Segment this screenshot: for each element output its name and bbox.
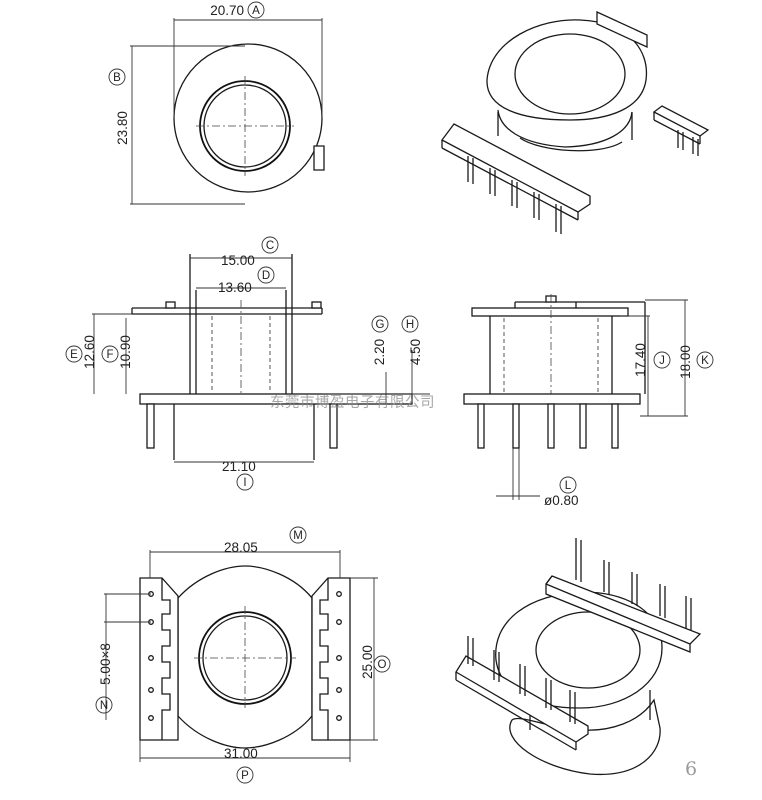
top-view bbox=[130, 18, 325, 205]
page-number: 6 bbox=[685, 758, 697, 780]
dim-h-letter: H bbox=[406, 319, 414, 331]
dim-b-letter: B bbox=[113, 72, 121, 84]
dim-f-letter: F bbox=[106, 349, 113, 361]
dim-l-letter: L bbox=[565, 480, 572, 492]
dim-c-value: 15.00 bbox=[221, 253, 255, 268]
dim-d-letter: D bbox=[262, 270, 270, 282]
dim-g-letter: G bbox=[376, 319, 385, 331]
dim-k-badge: K bbox=[696, 351, 714, 369]
dim-j-value: 17.40 bbox=[633, 343, 648, 377]
iso-view-top bbox=[441, 10, 710, 234]
company-watermark: 东莞市博盈电子有限公司 bbox=[270, 394, 435, 411]
dim-b-badge: B bbox=[108, 68, 126, 86]
dim-h-badge: H bbox=[401, 315, 419, 333]
dim-p-letter: P bbox=[241, 770, 249, 782]
dim-d-value: 13.60 bbox=[218, 280, 252, 295]
dim-c-badge: C bbox=[261, 236, 279, 254]
dim-i-badge: I bbox=[236, 473, 254, 491]
front-view bbox=[92, 254, 430, 463]
dim-i-value: 21.10 bbox=[222, 459, 256, 474]
dim-m-badge: M bbox=[289, 526, 307, 544]
dim-o-badge: O bbox=[373, 655, 391, 673]
iso-view-bottom bbox=[455, 538, 702, 776]
dim-n-badge: N bbox=[95, 696, 113, 714]
dim-o-letter: O bbox=[378, 659, 387, 671]
dim-j-badge: J bbox=[653, 351, 671, 369]
dim-g-badge: G bbox=[371, 315, 389, 333]
side-view bbox=[463, 294, 688, 500]
dim-l-badge: L bbox=[559, 476, 577, 494]
dim-f-value: 10.90 bbox=[118, 335, 133, 369]
dim-m-value: 28.05 bbox=[224, 540, 258, 555]
dim-a-letter: A bbox=[252, 5, 260, 17]
dim-b-value: 23.80 bbox=[115, 111, 130, 145]
dim-h-value: 4.50 bbox=[408, 339, 423, 365]
bottom-view bbox=[104, 550, 378, 762]
dim-a-badge: A bbox=[247, 1, 265, 19]
dim-k-value: 18.00 bbox=[678, 345, 693, 379]
dim-n-letter: N bbox=[100, 700, 108, 712]
dim-a-value: 20.70 bbox=[210, 3, 244, 18]
dim-l-value: ø0.80 bbox=[544, 493, 579, 508]
dim-o-value: 25.00 bbox=[360, 645, 375, 679]
dim-f-badge: F bbox=[101, 345, 119, 363]
dim-p-badge: P bbox=[236, 766, 254, 784]
dim-n-value: 5.00×8 bbox=[98, 643, 113, 685]
dim-j-letter: J bbox=[659, 355, 665, 367]
dim-e-badge: E bbox=[65, 345, 83, 363]
dim-i-letter: I bbox=[243, 477, 246, 489]
dim-e-value: 12.60 bbox=[82, 335, 97, 369]
dim-e-letter: E bbox=[70, 349, 78, 361]
dim-m-letter: M bbox=[293, 530, 303, 542]
dim-g-value: 2.20 bbox=[372, 339, 387, 365]
dim-d-badge: D bbox=[257, 266, 275, 284]
dim-k-letter: K bbox=[701, 355, 709, 367]
dim-p-value: 31.00 bbox=[224, 746, 258, 761]
dim-c-letter: C bbox=[266, 240, 274, 252]
